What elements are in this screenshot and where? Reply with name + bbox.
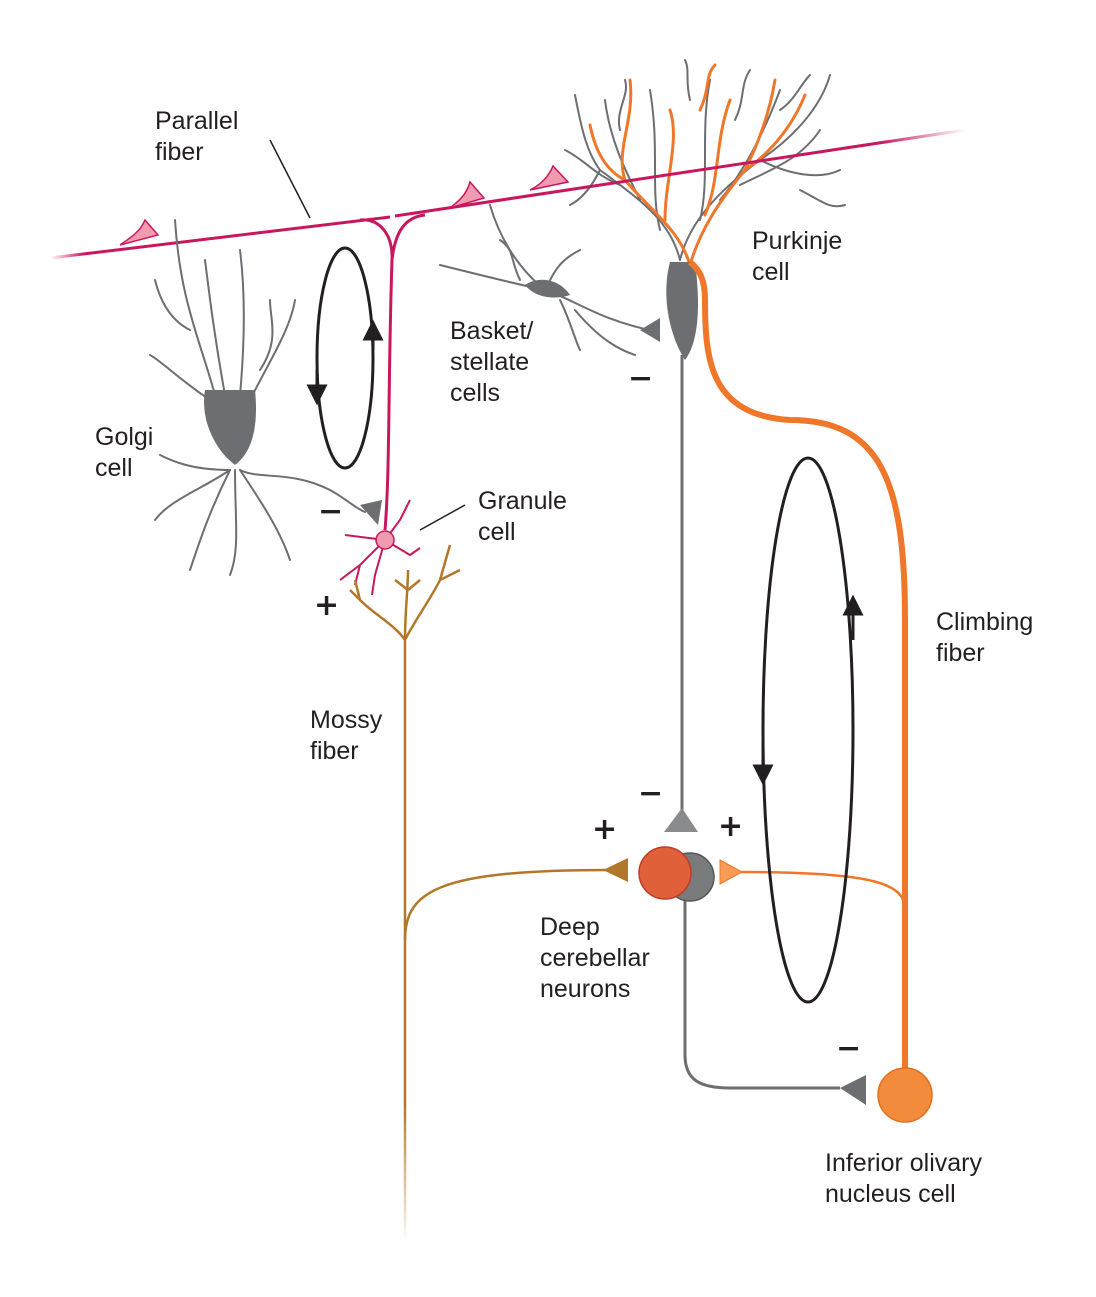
label-inferior-olive: Inferior olivary nucleus cell [825, 1149, 982, 1208]
sign-purkinje-deep: − [638, 776, 664, 811]
label-granule-cell: Granule cell [478, 487, 567, 546]
golgi-soma [204, 390, 256, 465]
golgi-feedback-loop [315, 246, 375, 470]
climbing-fiber [688, 259, 908, 1070]
parallel-fiber-right [394, 128, 966, 218]
label-basket-stellate: Basket/ stellate cells [450, 317, 534, 407]
granule-dendrites [339, 499, 421, 596]
deep-gray-axon [683, 900, 840, 1090]
mossy-fiber [349, 544, 461, 1245]
parallel-fiber-synapses [119, 164, 570, 246]
granule-soma [375, 530, 395, 550]
sign-mossy-deep: + [592, 812, 618, 847]
purkinje-soma [666, 262, 698, 360]
parallel-fiber [49, 215, 391, 260]
label-parallel-fiber: Parallel fiber [155, 107, 239, 166]
purkinje-terminal [664, 808, 698, 832]
sign-deep-olive: − [836, 1031, 862, 1066]
mossy-collateral [403, 868, 611, 941]
basket-soma [525, 279, 570, 298]
basket-terminal [640, 318, 660, 342]
deep-inhibitory-terminal [840, 1075, 866, 1105]
golgi-cell [149, 219, 366, 576]
sign-golgi-granule: − [318, 494, 344, 529]
label-purkinje-cell: Purkinje cell [752, 227, 843, 286]
granule-label-line [419, 504, 466, 531]
climbing-collateral [739, 870, 907, 911]
sign-mossy-granule: + [314, 588, 340, 623]
sign-climbing-deep: + [718, 809, 744, 844]
deep-red-neuron [638, 846, 692, 900]
granule-ascending-axon [359, 213, 426, 531]
label-climbing-fiber: Climbing fiber [936, 608, 1034, 667]
inferior-olive-cell [877, 1067, 933, 1123]
label-mossy-fiber: Mossy fiber [310, 706, 383, 765]
golgi-terminal [360, 500, 382, 525]
mossy-terminal [603, 858, 628, 882]
label-golgi-cell: Golgi cell [95, 423, 154, 482]
label-deep-cerebellar: Deep cerebellar neurons [540, 913, 650, 1003]
parallel-fiber-line [269, 139, 311, 219]
sign-basket-purkinje: − [628, 361, 654, 396]
olive-feedback-loop [761, 456, 855, 1004]
climbing-terminal [719, 859, 744, 885]
